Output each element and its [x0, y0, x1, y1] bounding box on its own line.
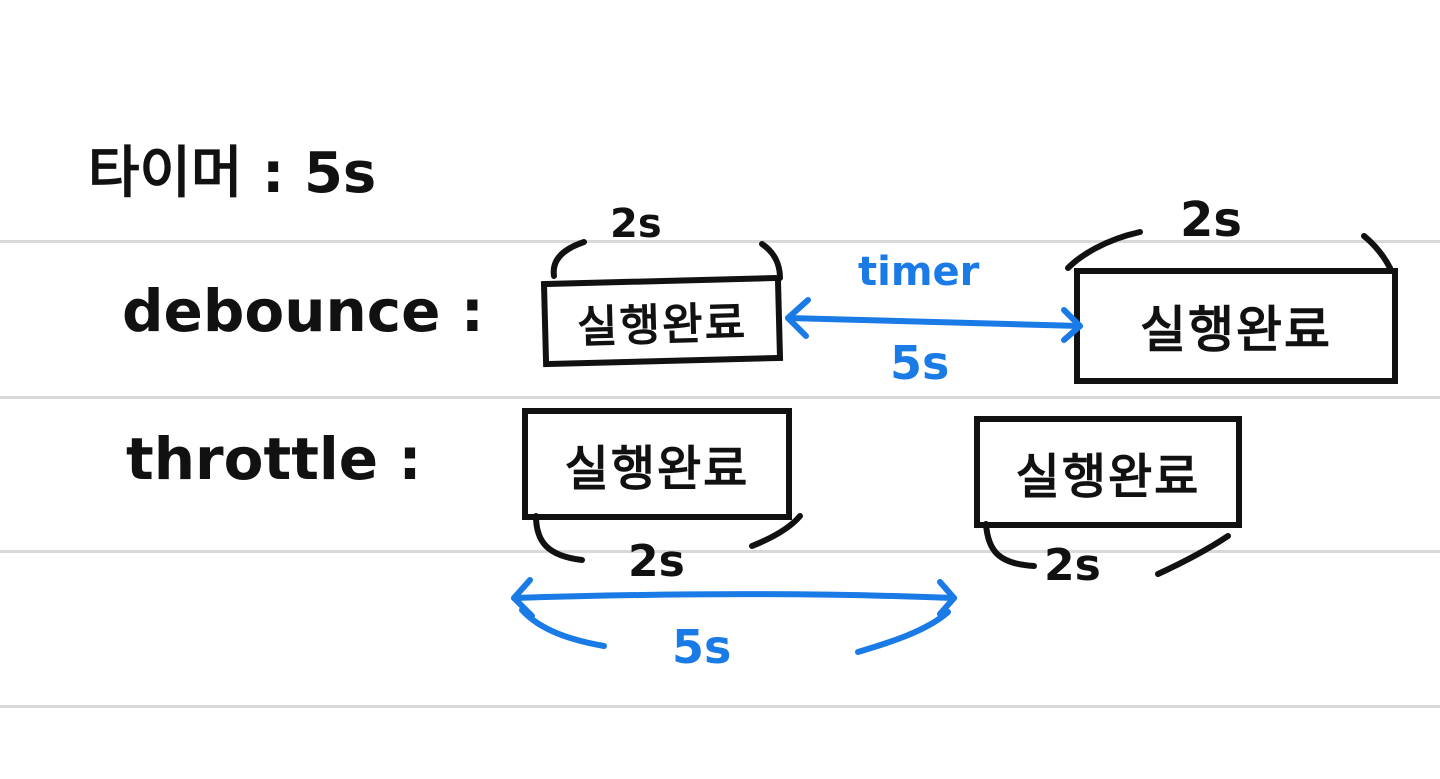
brace-debounce-2 [1065, 229, 1393, 271]
ruled-line [0, 396, 1440, 399]
throttle-label: throttle : [126, 425, 422, 493]
throttle-gap-arrow [511, 591, 957, 601]
throttle-arrow-head-right [937, 579, 957, 617]
ruled-line [0, 240, 1440, 243]
throttle-gap-brace [519, 607, 951, 655]
debounce-box-2-text: 실행완료 [1140, 301, 1332, 359]
debounce-duration-2: 2s [1180, 192, 1242, 248]
debounce-timer-arrow [785, 315, 1083, 329]
ruled-line [0, 705, 1440, 708]
ruled-line [0, 550, 1440, 553]
debounce-arrow-head-right [1061, 307, 1083, 343]
throttle-gap-label: 5s [672, 620, 732, 674]
throttle-box-1: 실행완료 [522, 408, 792, 520]
throttle-box-1-text: 실행완료 [564, 441, 750, 497]
throttle-duration-1: 2s [628, 536, 685, 587]
brace-throttle-1 [533, 513, 803, 563]
debounce-arrow-head-left [785, 297, 811, 339]
debounce-timer-label: timer [858, 249, 980, 295]
throttle-box-2: 실행완료 [974, 416, 1242, 528]
debounce-gap-label: 5s [890, 336, 950, 390]
debounce-label: debounce : [122, 277, 484, 345]
timer-label: 타이머 : 5s [88, 141, 377, 206]
brace-throttle-2 [983, 521, 1231, 577]
brace-debounce-1 [550, 239, 783, 281]
throttle-duration-2: 2s [1044, 540, 1101, 591]
debounce-duration-1: 2s [610, 201, 662, 247]
throttle-box-2-text: 실행완료 [1015, 449, 1201, 505]
